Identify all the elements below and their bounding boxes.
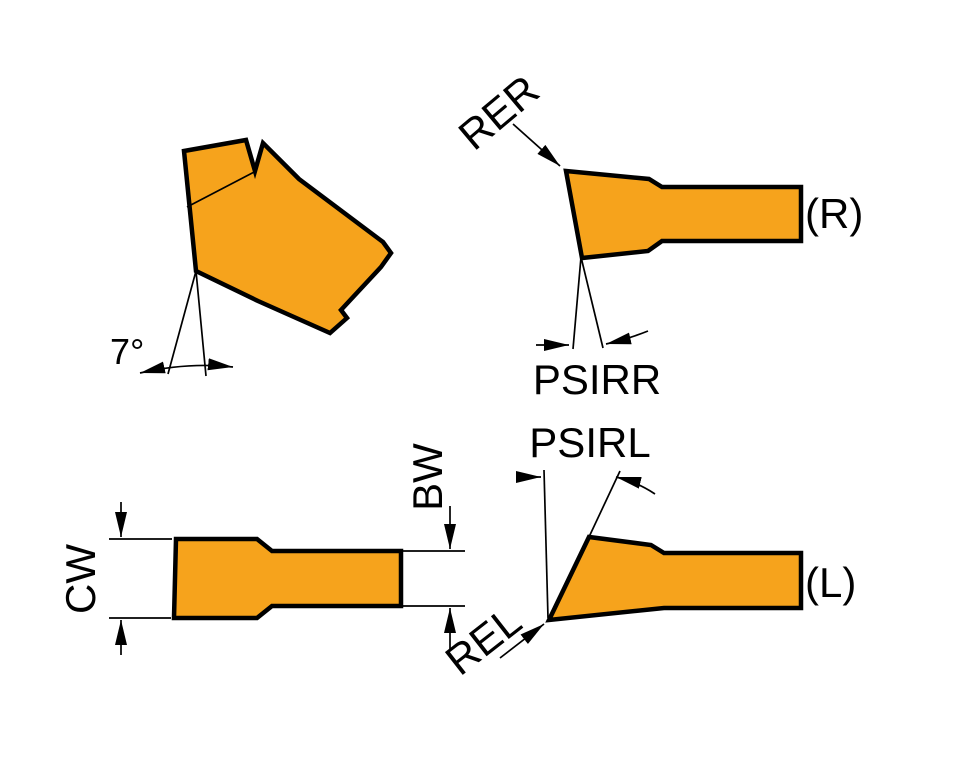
psirl-right-arrow	[615, 476, 656, 495]
insert-body-perspective	[181, 137, 394, 336]
right-hand-designation-label: (R)	[805, 190, 863, 237]
angle-reference-line	[167, 270, 197, 375]
insert-body-right	[563, 168, 804, 261]
psirr-right-arrow	[605, 330, 649, 345]
figure-front-view: CW BW	[57, 443, 465, 655]
psirl-edge-extension-line	[588, 470, 621, 538]
figure-right-hand-insert: RER PSIRR (R)	[450, 66, 864, 403]
psirl-vertical-reference-line	[543, 469, 549, 619]
angle-arc-arrow	[139, 358, 234, 374]
insert-body-front-view	[171, 536, 404, 621]
cw-label: CW	[57, 544, 104, 614]
rel-leader-arrow	[499, 623, 545, 659]
insert-fold-line	[186, 170, 257, 208]
rer-leader-arrow	[512, 123, 561, 167]
psirr-label: PSIRR	[533, 356, 661, 403]
psirr-vertical-reference-line	[572, 256, 582, 350]
insert-body-left	[545, 534, 804, 623]
psirl-label: PSIRL	[529, 419, 650, 466]
bw-label: BW	[404, 443, 451, 511]
figure-perspective-insert: 7°	[110, 137, 394, 377]
psirr-edge-extension-line	[580, 256, 604, 349]
left-hand-designation-label: (L)	[805, 559, 856, 606]
angle-label: 7°	[110, 331, 144, 372]
